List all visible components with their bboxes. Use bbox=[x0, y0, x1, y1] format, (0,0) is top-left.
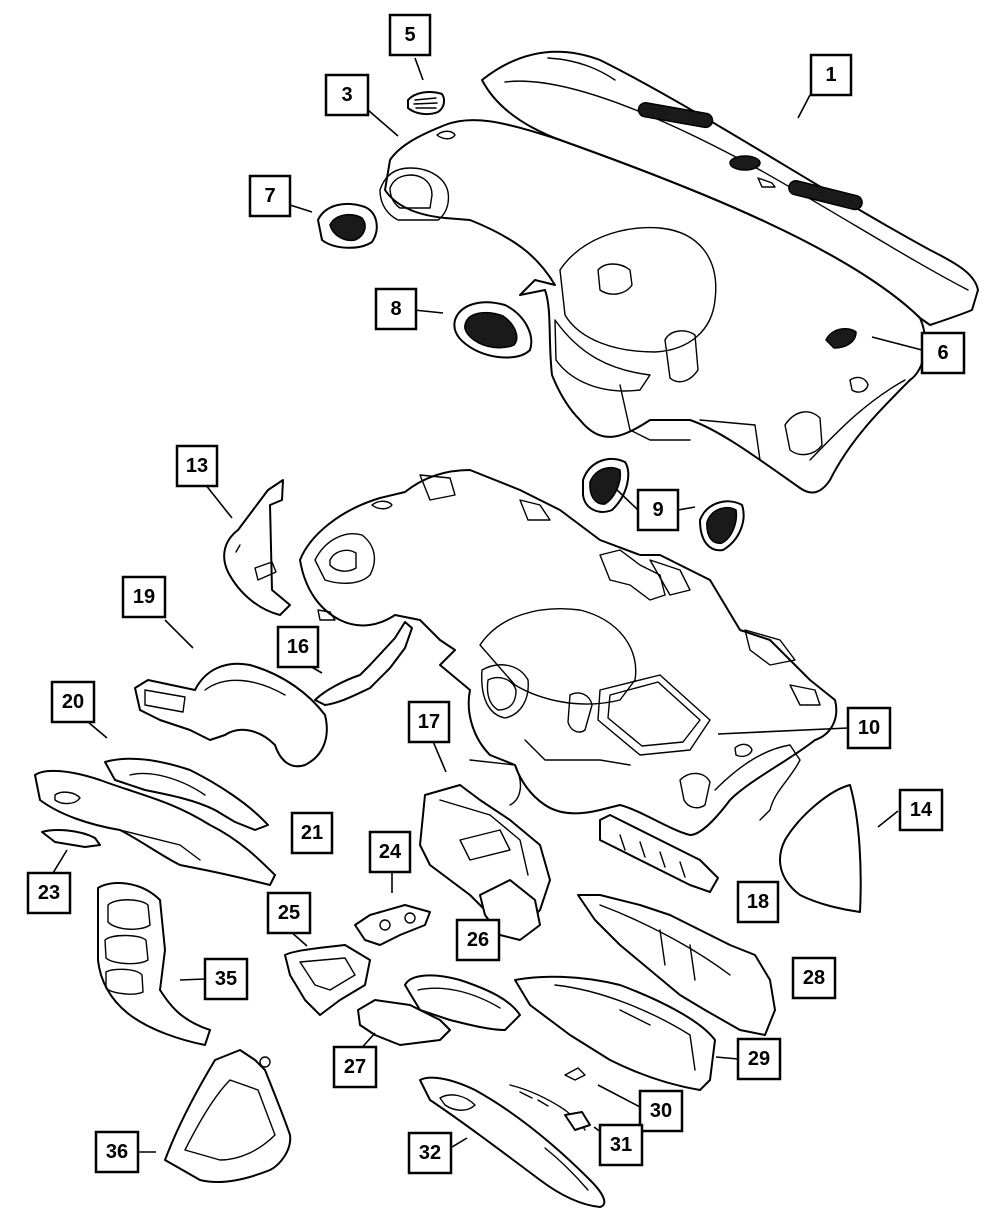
svg-text:30: 30 bbox=[650, 1100, 672, 1122]
part-31-lamp bbox=[509, 1084, 591, 1131]
part-5-vent bbox=[407, 91, 446, 116]
part-27-tray bbox=[357, 974, 521, 1046]
part-35-bezel bbox=[97, 882, 211, 1046]
part-21-trim bbox=[104, 757, 269, 831]
svg-text:9: 9 bbox=[652, 499, 663, 521]
callout-25: 25 bbox=[266, 891, 312, 935]
svg-text:32: 32 bbox=[419, 1142, 441, 1164]
svg-text:16: 16 bbox=[287, 636, 309, 658]
svg-text:23: 23 bbox=[38, 882, 60, 904]
callout-3: 3 bbox=[324, 73, 370, 117]
svg-text:21: 21 bbox=[301, 822, 323, 844]
svg-text:13: 13 bbox=[186, 455, 208, 477]
part-8-vent bbox=[453, 301, 533, 359]
svg-text:19: 19 bbox=[133, 586, 155, 608]
callout-17: 17 bbox=[407, 700, 451, 744]
part-13-bracket bbox=[223, 479, 291, 616]
part-18-bracket bbox=[599, 814, 719, 893]
svg-text:14: 14 bbox=[910, 799, 933, 821]
svg-text:36: 36 bbox=[106, 1141, 128, 1163]
callout-20: 20 bbox=[50, 680, 96, 724]
svg-text:24: 24 bbox=[379, 841, 402, 863]
part-6-small-vent bbox=[825, 327, 857, 349]
part-10-instrument-panel bbox=[299, 469, 838, 836]
svg-text:3: 3 bbox=[341, 84, 352, 106]
callout-29: 29 bbox=[736, 1037, 782, 1081]
part-28-bracket bbox=[577, 894, 776, 1036]
part-7-vent bbox=[316, 202, 378, 249]
callout-32: 32 bbox=[407, 1131, 453, 1175]
part-29-glovebox bbox=[514, 975, 716, 1091]
svg-text:8: 8 bbox=[390, 298, 401, 320]
part-32-glovebox-door bbox=[419, 1076, 606, 1208]
part-36-bin bbox=[164, 1049, 292, 1183]
svg-text:35: 35 bbox=[215, 968, 237, 990]
svg-text:10: 10 bbox=[858, 717, 880, 739]
part-30-clip bbox=[564, 1067, 586, 1081]
svg-text:20: 20 bbox=[62, 691, 84, 713]
callout-8: 8 bbox=[374, 287, 418, 331]
callout-35: 35 bbox=[203, 957, 249, 1001]
part-24-bracket bbox=[354, 904, 431, 946]
callout-24: 24 bbox=[368, 830, 412, 874]
part-19-cluster-bezel bbox=[134, 662, 328, 768]
svg-text:17: 17 bbox=[418, 711, 440, 733]
callout-14: 14 bbox=[898, 788, 944, 832]
callout-6: 6 bbox=[920, 331, 966, 375]
callout-26: 26 bbox=[455, 918, 501, 962]
callout-10: 10 bbox=[846, 706, 892, 750]
callout-7: 7 bbox=[248, 174, 292, 218]
svg-text:6: 6 bbox=[937, 342, 948, 364]
svg-text:5: 5 bbox=[404, 24, 415, 46]
callout-19: 19 bbox=[121, 575, 167, 619]
svg-text:1: 1 bbox=[825, 64, 836, 86]
part-20-lower-trim bbox=[34, 769, 276, 886]
callout-9: 9 bbox=[636, 488, 680, 532]
svg-text:7: 7 bbox=[264, 185, 275, 207]
part-9-vents bbox=[582, 458, 745, 552]
callout-1: 1 bbox=[809, 53, 853, 97]
callout-13: 13 bbox=[175, 444, 219, 488]
svg-text:26: 26 bbox=[467, 929, 489, 951]
part-1-top-cover bbox=[481, 50, 979, 326]
svg-text:31: 31 bbox=[610, 1134, 632, 1156]
part-23-clip bbox=[41, 829, 101, 848]
part-16-bracket bbox=[314, 621, 413, 706]
callout-23: 23 bbox=[26, 871, 72, 915]
callout-36: 36 bbox=[94, 1130, 140, 1174]
part-6-panel-skin bbox=[379, 119, 927, 494]
callout-30: 30 bbox=[638, 1089, 684, 1133]
part-25-bin bbox=[284, 944, 371, 1016]
svg-text:25: 25 bbox=[278, 902, 300, 924]
callout-16: 16 bbox=[276, 625, 320, 669]
svg-text:29: 29 bbox=[748, 1048, 770, 1070]
callout-18: 18 bbox=[736, 880, 780, 924]
callout-21: 21 bbox=[290, 811, 334, 855]
svg-text:18: 18 bbox=[747, 891, 769, 913]
callout-31: 31 bbox=[598, 1123, 644, 1167]
callout-28: 28 bbox=[791, 956, 837, 1000]
svg-text:28: 28 bbox=[803, 967, 825, 989]
part-14-end-cap bbox=[779, 784, 862, 913]
svg-text:27: 27 bbox=[344, 1056, 366, 1078]
callout-27: 27 bbox=[332, 1045, 378, 1089]
callout-5: 5 bbox=[388, 13, 432, 57]
